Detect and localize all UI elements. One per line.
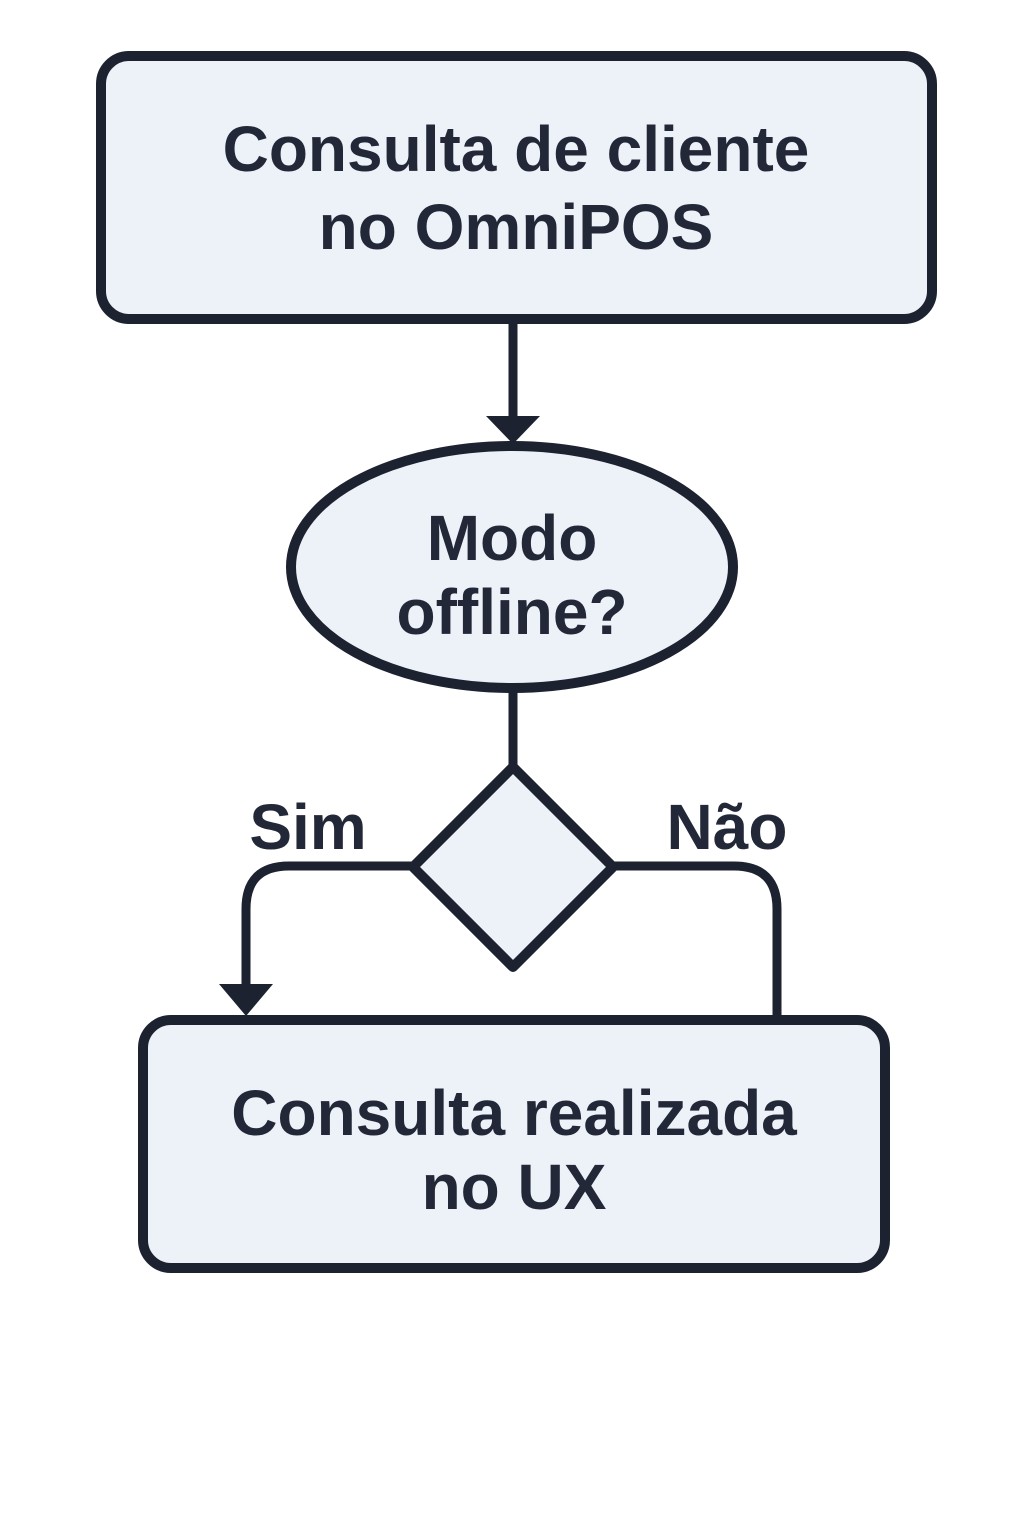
edge-path-right <box>613 861 782 1024</box>
edge-label-sim: Sim <box>249 791 366 863</box>
edge-label-nao: Não <box>667 791 788 863</box>
node-start: Consulta de cliente no OmniPOS <box>96 51 937 324</box>
arrowhead-down-icon <box>486 416 540 444</box>
node-end: Consulta realizada no UX <box>138 1015 890 1273</box>
node-decision-label-line2: offline? <box>396 576 627 648</box>
node-start-label-line1: Consulta de cliente <box>223 113 810 185</box>
node-end-label-line1: Consulta realizada <box>231 1077 797 1149</box>
arrowhead-down-icon <box>219 984 273 1016</box>
node-end-label-line2: no UX <box>422 1151 607 1223</box>
node-branch <box>408 762 618 972</box>
node-branch-shape <box>408 762 618 972</box>
node-start-label-line2: no OmniPOS <box>319 191 714 263</box>
node-decision-label-line1: Modo <box>427 502 598 574</box>
node-start-shape <box>96 51 937 324</box>
node-end-shape <box>138 1015 890 1273</box>
node-decision-shape <box>286 441 738 693</box>
edge-path-left <box>241 861 413 986</box>
node-decision: Modo offline? <box>286 441 738 693</box>
edge-start-to-decision <box>486 316 540 444</box>
edge-branch-nao: Não <box>613 791 787 1024</box>
edge-branch-sim: Sim <box>219 791 413 1016</box>
